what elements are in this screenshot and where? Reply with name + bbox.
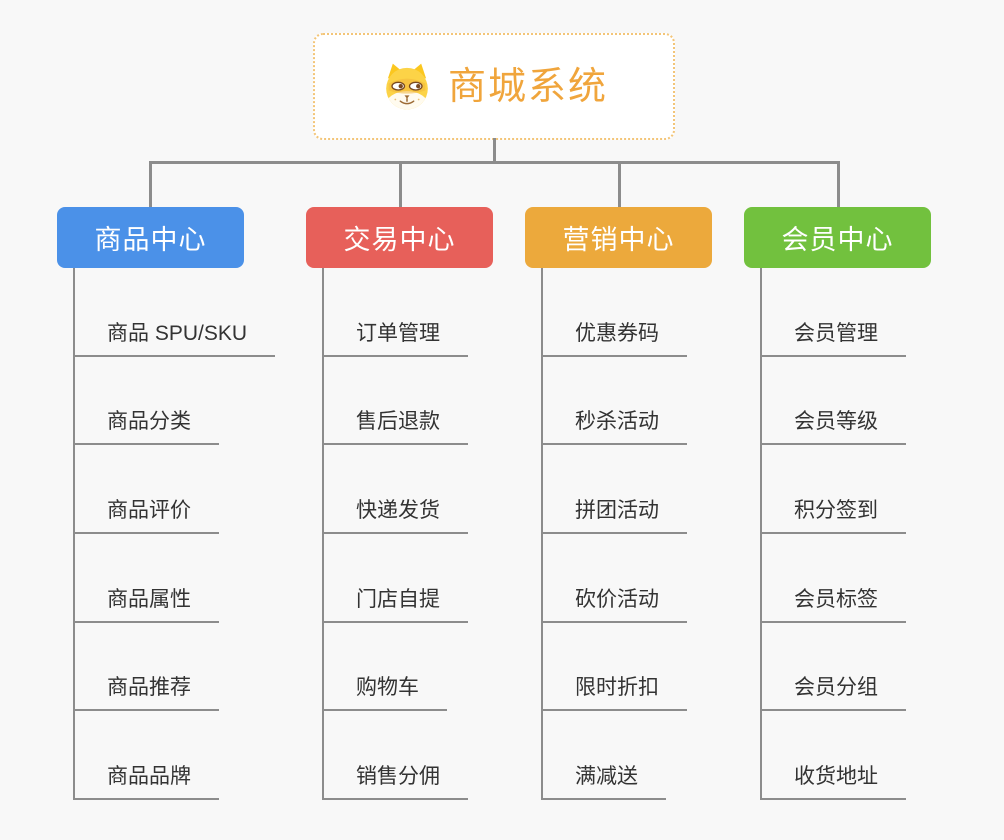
mindmap-node[interactable]: 商品推荐 — [73, 623, 275, 712]
connector-rail — [149, 161, 840, 164]
mindmap-node[interactable]: 商品分类 — [73, 357, 275, 446]
connector-root-stem — [493, 138, 496, 164]
mindmap-node[interactable]: 订单管理 — [322, 268, 468, 357]
branch-member-center: 会员中心 会员管理 会员等级 积分签到 会员标签 会员分组 收货地址 — [744, 207, 1004, 801]
connector-drop-product — [149, 161, 152, 208]
mindmap-node[interactable]: 商品属性 — [73, 534, 275, 623]
branch-node-marketing[interactable]: 营销中心 — [525, 207, 712, 268]
mindmap-node[interactable]: 收货地址 — [760, 711, 906, 801]
connector-drop-marketing — [618, 161, 621, 208]
shiba-dog-icon — [380, 62, 434, 112]
branch-product-center: 商品中心 商品 SPU/SKU 商品分类 商品评价 商品属性 商品推荐 商品品牌 — [57, 207, 317, 801]
branch-node-trade[interactable]: 交易中心 — [306, 207, 493, 268]
mindmap-node[interactable]: 门店自提 — [322, 534, 468, 623]
mindmap-node[interactable]: 会员标签 — [760, 534, 906, 623]
mindmap-node[interactable]: 砍价活动 — [541, 534, 687, 623]
mindmap-node[interactable]: 会员等级 — [760, 357, 906, 446]
connector-drop-trade — [399, 161, 402, 208]
connector-drop-member — [837, 161, 840, 208]
mindmap-node[interactable]: 商品评价 — [73, 445, 275, 535]
branch-marketing-center: 营销中心 优惠券码 秒杀活动 拼团活动 砍价活动 限时折扣 满减送 — [525, 207, 785, 801]
branch-trade-center: 交易中心 订单管理 售后退款 快递发货 门店自提 购物车 销售分佣 — [306, 207, 566, 801]
branch-node-member[interactable]: 会员中心 — [744, 207, 931, 268]
mindmap-node[interactable]: 秒杀活动 — [541, 357, 687, 446]
mindmap-node[interactable]: 满减送 — [541, 711, 687, 801]
branch-label: 会员中心 — [781, 225, 894, 255]
branch-node-product[interactable]: 商品中心 — [57, 207, 244, 268]
branch-label: 商品中心 — [94, 225, 207, 255]
root-title: 商城系统 — [447, 65, 608, 108]
mindmap-node[interactable]: 拼团活动 — [541, 445, 687, 535]
mindmap-node[interactable]: 会员管理 — [760, 268, 906, 357]
branch-label: 交易中心 — [343, 225, 456, 255]
mindmap-node[interactable]: 售后退款 — [322, 357, 468, 446]
mindmap-node[interactable]: 优惠券码 — [541, 268, 687, 357]
mindmap-node[interactable]: 商品 SPU/SKU — [73, 268, 276, 357]
mindmap-node[interactable]: 购物车 — [322, 623, 468, 712]
mindmap-node[interactable]: 积分签到 — [760, 445, 906, 535]
mindmap-node[interactable]: 会员分组 — [760, 623, 906, 712]
mindmap-node[interactable]: 销售分佣 — [322, 711, 468, 801]
branch-label: 营销中心 — [562, 225, 675, 255]
mindmap-node[interactable]: 限时折扣 — [541, 623, 687, 712]
root-node[interactable]: 商城系统 — [313, 33, 675, 140]
mindmap-node[interactable]: 快递发货 — [322, 445, 468, 535]
mindmap-node[interactable]: 商品品牌 — [73, 711, 275, 801]
